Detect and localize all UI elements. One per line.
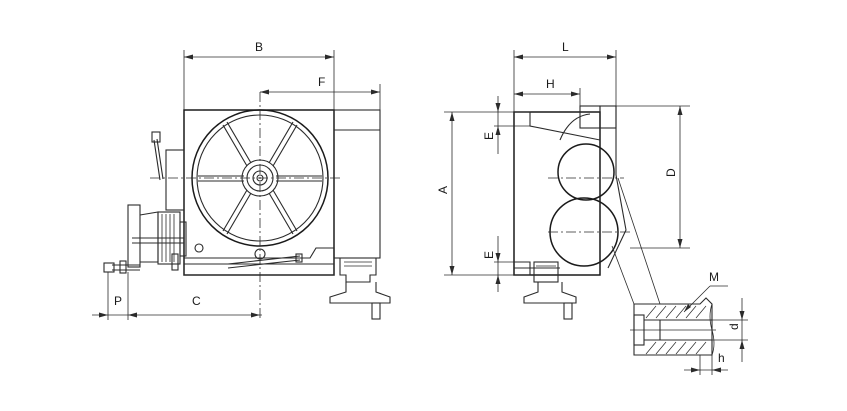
front-view: B F P C <box>92 40 391 320</box>
dim-label-B: B <box>255 40 263 54</box>
worm-housing-upper <box>557 143 615 201</box>
front-clamp <box>339 257 377 283</box>
dim-label-D: D <box>664 168 678 177</box>
dim-label-E-top: E <box>482 132 496 140</box>
dim-label-H: H <box>546 77 555 91</box>
dim-label-h: h <box>718 351 725 365</box>
dim-label-A: A <box>436 186 450 194</box>
side-view: L H A E E D <box>436 40 690 320</box>
dim-label-C: C <box>192 294 201 308</box>
dim-label-d: d <box>727 323 741 330</box>
dim-label-P: P <box>114 294 122 308</box>
side-body <box>513 111 601 276</box>
dim-label-M: M <box>709 270 719 284</box>
dim-label-L: L <box>562 40 569 54</box>
handwheel <box>127 204 141 268</box>
dim-label-F: F <box>318 75 325 89</box>
dim-label-E-bottom: E <box>482 251 496 259</box>
detail-view: M d h <box>611 177 748 375</box>
front-side-block <box>333 109 381 259</box>
shaft-detail <box>633 297 713 356</box>
front-base <box>183 247 335 276</box>
t-slots <box>198 121 322 235</box>
